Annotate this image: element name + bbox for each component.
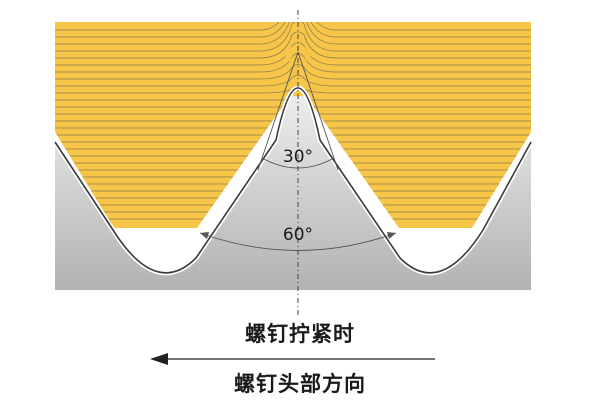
base-material bbox=[55, 88, 531, 290]
caption-tightening: 螺钉拧紧时 bbox=[245, 322, 355, 346]
layer-line bbox=[55, 74, 531, 87]
inner-angle-ray-left bbox=[257, 51, 299, 171]
layer-line bbox=[55, 22, 531, 38]
inner-angle-label: 30° bbox=[283, 147, 313, 167]
layer-line bbox=[55, 53, 531, 73]
inner-angle-arc bbox=[261, 157, 335, 169]
arrow-head-icon bbox=[150, 353, 168, 365]
outer-angle-label: 60° bbox=[283, 225, 313, 245]
caption-direction: 螺钉头部方向 bbox=[234, 372, 366, 396]
layer-line bbox=[55, 22, 531, 45]
layer-line bbox=[55, 22, 531, 31]
layer-line bbox=[55, 31, 531, 59]
outer-angle-arc bbox=[199, 232, 397, 251]
layer-line bbox=[55, 64, 531, 80]
inner-angle-ray-right bbox=[297, 51, 339, 171]
layer-line bbox=[55, 22, 531, 52]
